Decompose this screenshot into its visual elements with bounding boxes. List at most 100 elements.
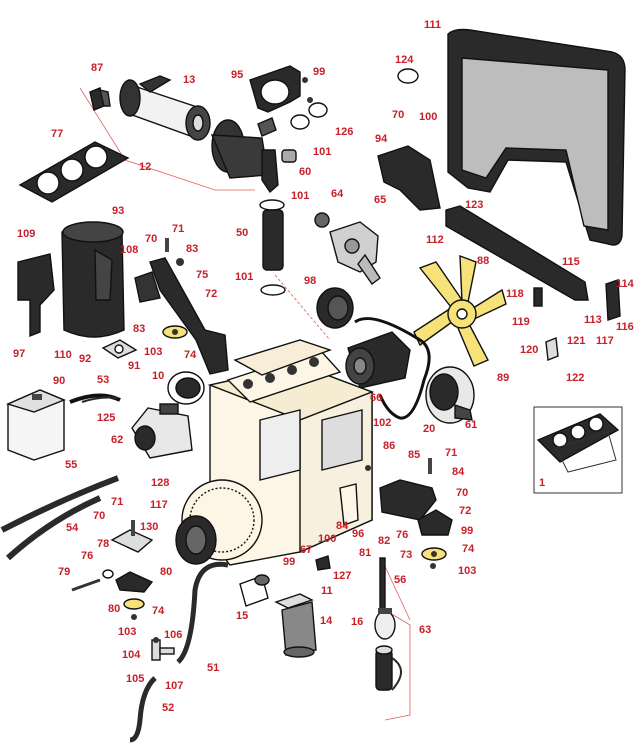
fan-89 <box>413 254 507 367</box>
pulley-117 <box>175 515 217 565</box>
alternator-66 <box>345 331 411 389</box>
label-76: 76 <box>81 550 93 562</box>
bracket-95 <box>249 65 301 113</box>
label-99: 99 <box>461 525 473 537</box>
label-76: 76 <box>396 529 408 541</box>
label-67: 67 <box>300 544 312 556</box>
coolant-bottle-90 <box>5 389 66 461</box>
hardware-120 <box>545 337 559 361</box>
label-84: 84 <box>336 520 349 532</box>
label-108: 108 <box>120 244 138 256</box>
label-51: 51 <box>207 662 219 674</box>
seal-98 <box>316 287 354 329</box>
label-88: 88 <box>477 255 489 267</box>
part-labels: 87 13 95 99 111 124 77 12 126 70 100 94 … <box>13 19 635 714</box>
water-pump-65 <box>314 212 381 285</box>
label-15: 15 <box>236 610 248 622</box>
rod-56 <box>379 557 386 615</box>
label-103: 103 <box>144 346 162 358</box>
label-20: 20 <box>423 423 435 435</box>
gasket-91 <box>101 339 138 359</box>
label-71: 71 <box>111 496 123 508</box>
engine-mount-bracket <box>134 238 229 375</box>
label-104: 104 <box>122 649 141 661</box>
cap-127 <box>315 555 331 571</box>
label-70: 70 <box>145 233 157 245</box>
mount-72b <box>417 509 453 536</box>
starter-62 <box>131 403 193 459</box>
label-80: 80 <box>160 566 172 578</box>
label-117: 117 <box>150 499 168 511</box>
label-85: 85 <box>408 449 420 461</box>
label-121: 121 <box>567 335 585 347</box>
clamp-87 <box>89 87 111 111</box>
engine-block <box>207 339 374 566</box>
label-90: 90 <box>53 375 65 387</box>
clamp-124 <box>397 68 419 84</box>
label-73: 73 <box>400 549 412 561</box>
label-65: 65 <box>374 194 386 206</box>
fuel-sediment-63 <box>375 645 402 691</box>
label-83: 83 <box>186 243 198 255</box>
coolant-tank-93 <box>61 221 125 338</box>
mount-pad-74a <box>162 325 188 339</box>
label-99: 99 <box>313 66 325 78</box>
bracket-94 <box>377 145 441 211</box>
hose-52 <box>129 676 157 743</box>
label-82: 82 <box>378 535 390 547</box>
oil-filter-10 <box>167 371 205 405</box>
label-55: 55 <box>65 459 77 471</box>
air-cleaner-13 <box>119 75 211 141</box>
label-118: 118 <box>506 288 524 300</box>
fittings-104 <box>151 637 175 661</box>
label-12: 12 <box>139 161 151 173</box>
label-80: 80 <box>108 603 120 615</box>
label-109: 109 <box>17 228 35 240</box>
air-cleaner-housing <box>210 117 279 194</box>
label-111: 111 <box>424 19 441 31</box>
label-127: 127 <box>333 570 351 582</box>
label-100: 100 <box>419 111 437 123</box>
label-63: 63 <box>419 624 431 636</box>
label-66: 66 <box>370 392 382 404</box>
label-114: 114 <box>616 278 635 290</box>
label-103: 103 <box>118 626 136 638</box>
label-54: 54 <box>66 522 79 534</box>
bolt-79 <box>71 569 114 592</box>
fitting-60 <box>281 149 297 163</box>
label-96: 96 <box>352 528 364 540</box>
label-50: 50 <box>236 227 248 239</box>
label-71: 71 <box>172 223 184 235</box>
label-70: 70 <box>456 487 468 499</box>
label-94: 94 <box>375 133 388 145</box>
label-95: 95 <box>231 69 243 81</box>
label-115: 115 <box>562 256 580 268</box>
label-74: 74 <box>462 543 475 555</box>
label-110: 110 <box>54 349 72 361</box>
label-87: 87 <box>91 62 103 74</box>
fan-belt-20 <box>354 317 431 420</box>
label-74: 74 <box>184 349 197 361</box>
label-105: 105 <box>126 673 144 685</box>
hose-clamps-126 <box>290 77 328 130</box>
label-93: 93 <box>112 205 124 217</box>
label-98: 98 <box>304 275 316 287</box>
label-100: 100 <box>318 533 336 545</box>
label-72: 72 <box>459 505 471 517</box>
label-13: 13 <box>183 74 195 86</box>
filter-15 <box>239 574 270 607</box>
label-116: 116 <box>616 321 634 333</box>
label-62: 62 <box>111 434 123 446</box>
label-101: 101 <box>291 190 309 202</box>
label-124: 124 <box>395 54 414 66</box>
label-78: 78 <box>97 538 109 550</box>
label-128: 128 <box>151 477 169 489</box>
label-53: 53 <box>97 374 109 386</box>
label-107: 107 <box>165 680 183 692</box>
label-99: 99 <box>283 556 295 568</box>
leader-lines <box>79 87 411 721</box>
label-16: 16 <box>351 616 363 628</box>
label-70: 70 <box>392 109 404 121</box>
label-77: 77 <box>51 128 63 140</box>
engine-mount-85 <box>365 458 437 521</box>
